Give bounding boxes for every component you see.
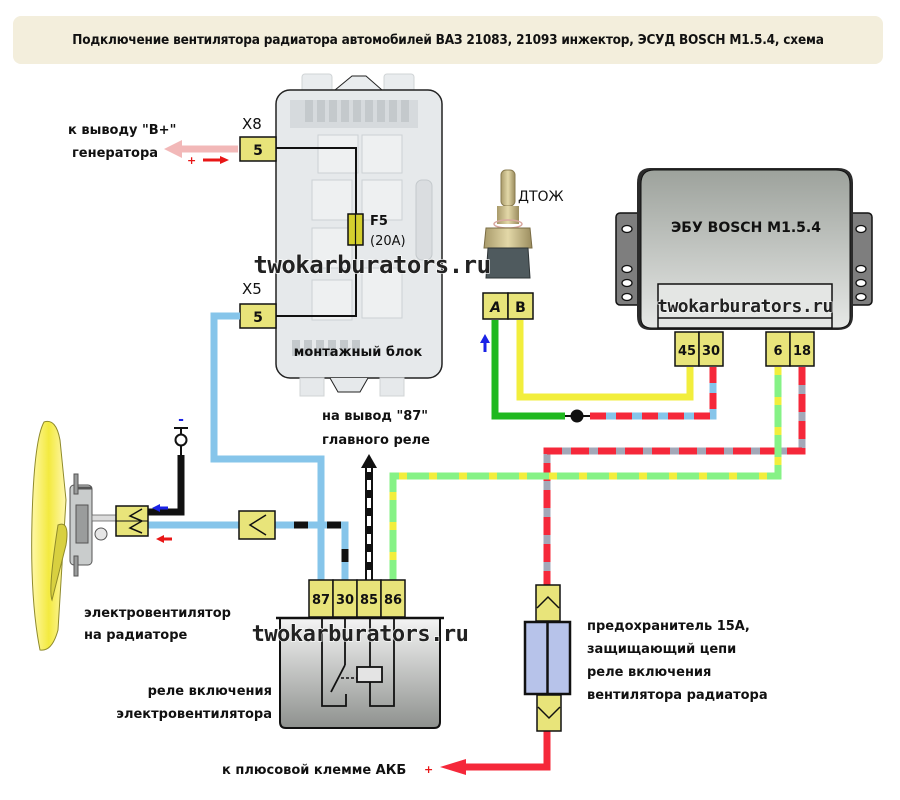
wire-junction: [570, 409, 584, 423]
ecu: ЭБУ BOSCH M1.5.4 twokarburators.ru 45 30…: [615, 168, 873, 367]
mounting-block: F5 (20A) X8 5 X5 5 монтажный блок: [239, 73, 443, 397]
arrow-to-battery-icon: [440, 759, 466, 775]
inline-fuse-label-line1: предохранитель 15А,: [587, 619, 750, 634]
fan-label-line2: на радиаторе: [84, 628, 188, 643]
ecu-pin-30: [698, 331, 724, 367]
arrow-to-main-relay-icon: [361, 454, 377, 468]
mounting-block-label: монтажный блок: [294, 345, 423, 360]
wire-x5-relay-87: [210, 312, 325, 580]
battery-label: к плюсовой клемме АКБ: [222, 763, 406, 778]
relay-pin-86: [380, 579, 406, 618]
wire-fan-ground: [148, 455, 185, 516]
watermark-relay: twokarburators.ru: [252, 622, 469, 647]
internal-wire-x8-f5: [270, 147, 357, 215]
ground-terminal-icon: [174, 433, 188, 447]
relay-pin-87-label: 87: [312, 593, 330, 608]
inline-fuse-label-line3: реле включения: [587, 665, 711, 680]
fan-wire-connector: [238, 510, 276, 540]
connector-x8-name: X8: [242, 115, 262, 133]
main-relay-label-line1: на вывод "87": [322, 409, 428, 424]
wire-ecu-30: [590, 367, 717, 420]
connector-x5-name: X5: [242, 280, 262, 298]
wire-ecu-6: [389, 367, 782, 580]
main-relay-label-line2: главного реле: [322, 433, 430, 448]
ecu-pin-45-label: 45: [678, 344, 696, 359]
internal-wire-f5-x5: [270, 245, 357, 317]
sensor-pin-b-label: B: [515, 300, 526, 316]
sensor-pin-b: [507, 292, 534, 320]
arrow-to-generator-icon: [164, 140, 182, 158]
arrow-blue-icon: [152, 504, 160, 512]
current-direction-arrow-icon: [220, 156, 229, 164]
wire-ecu-18: [543, 367, 806, 585]
generator-connection: к выводу "B+" генератора +: [68, 123, 238, 167]
inline-fuse-15a: предохранитель 15А, защищающий цепи реле…: [523, 584, 768, 732]
generator-label-line1: к выводу "B+": [68, 123, 176, 138]
connector-chevron-icon: [248, 514, 267, 536]
ground-polarity: -: [178, 412, 184, 428]
fan-relay: 87 30 85 86 twokarburators.ru реле включ…: [116, 579, 469, 729]
diagram-title: Подключение вентилятора радиатора автомо…: [13, 16, 883, 64]
relay-label-line2: электровентилятора: [116, 707, 272, 722]
watermark-ecu: twokarburators.ru: [657, 296, 833, 317]
relay-pin-85-label: 85: [360, 593, 378, 608]
ecu-pin-6-label: 6: [773, 344, 782, 359]
inline-fuse-label-line2: защищающий цепи: [587, 642, 736, 657]
relay-pin-86-label: 86: [384, 593, 402, 608]
fuse-f5-rating: (20A): [370, 234, 406, 249]
wire-sensor-a: [491, 320, 565, 420]
fuse-f5-name: F5: [370, 214, 388, 229]
wire-ecu-30-base: [590, 367, 717, 420]
connector-x5-pin: 5: [253, 310, 263, 326]
arrow-red-icon: [156, 535, 164, 543]
watermark-block: twokarburators.ru: [253, 251, 490, 279]
sensor-label: ДТОЖ: [518, 189, 564, 205]
radiator-fan: электровентилятор на радиаторе: [31, 420, 231, 651]
ecu-pin-18: [789, 331, 815, 367]
wire-battery: [462, 722, 551, 771]
fan-label-line1: электровентилятор: [84, 606, 231, 621]
ecu-pin-30-label: 30: [702, 344, 720, 359]
signal-arrow-up-icon: [480, 334, 490, 343]
battery-polarity: +: [424, 763, 433, 776]
ecu-label: ЭБУ BOSCH M1.5.4: [671, 220, 821, 236]
coolant-temp-sensor: ДТОЖ A B: [480, 169, 564, 352]
generator-label-line2: генератора: [72, 146, 158, 161]
generator-polarity: +: [187, 154, 196, 167]
relay-pin-30-label: 30: [336, 593, 354, 608]
sensor-pin-a-label: A: [489, 300, 501, 316]
relay-label-line1: реле включения: [148, 684, 272, 699]
connector-x8-pin: 5: [253, 143, 263, 159]
inline-fuse-label-line4: вентилятора радиатора: [587, 688, 768, 703]
ecu-pin-18-label: 18: [793, 344, 811, 359]
wire-sensor-b-ecu-45: [516, 320, 694, 401]
connector-x8: [239, 136, 277, 162]
relay-pin-87: [308, 579, 334, 618]
